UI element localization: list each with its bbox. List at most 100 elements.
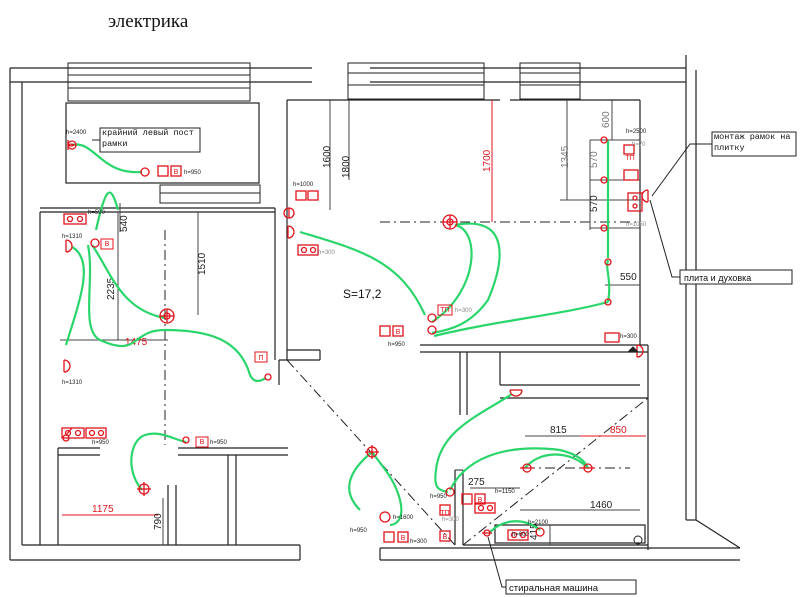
svg-text:570: 570 xyxy=(589,195,600,212)
svg-text:В: В xyxy=(401,535,406,542)
switch-box-icon xyxy=(295,190,319,201)
double-socket-icon xyxy=(507,529,529,541)
svg-text:В: В xyxy=(478,497,483,504)
svg-text:1700: 1700 xyxy=(482,149,493,172)
svg-text:h=1150: h=1150 xyxy=(495,489,515,495)
wire xyxy=(606,259,611,303)
switch-box-icon xyxy=(439,504,451,542)
wire xyxy=(64,246,85,346)
socket-icon xyxy=(600,176,608,184)
svg-text:ТП: ТП xyxy=(625,155,634,162)
callout-washer: стиральная машина xyxy=(487,536,637,595)
ceiling-light-icon xyxy=(365,445,379,459)
wall-lamp-icon xyxy=(509,389,523,397)
ceiling-light-icon xyxy=(137,482,151,496)
socket-icon xyxy=(600,136,608,144)
socket-icon xyxy=(604,298,612,306)
socket-icon xyxy=(535,527,545,537)
wire xyxy=(524,453,589,469)
svg-text:h=950: h=950 xyxy=(430,494,448,500)
svg-text:h=1310: h=1310 xyxy=(62,234,83,240)
svg-text:h=600: h=600 xyxy=(512,532,530,538)
plan-title: электрика xyxy=(108,11,189,32)
svg-text:В: В xyxy=(174,169,179,176)
devices xyxy=(61,136,649,543)
switch-box-icon xyxy=(157,165,182,177)
svg-text:h=1600: h=1600 xyxy=(393,515,414,521)
wire xyxy=(130,432,187,491)
ceiling-light-icon xyxy=(581,463,595,473)
double-socket-icon xyxy=(63,213,87,225)
callout-tile-frames: монтаж рамок на плитку xyxy=(651,131,797,197)
svg-text:h=300: h=300 xyxy=(318,250,336,256)
door-swings xyxy=(164,221,649,546)
wiring xyxy=(64,140,611,533)
svg-text:h=1310: h=1310 xyxy=(62,380,83,386)
svg-text:h=950: h=950 xyxy=(350,528,368,534)
height-labels: h=2400 h=950 h=590 h=1310 h=1310 h=1000 … xyxy=(62,129,647,545)
wall-lamp-icon xyxy=(641,189,649,203)
wall-lamp-icon xyxy=(63,359,71,373)
svg-text:h=2100: h=2100 xyxy=(528,520,549,526)
svg-text:h=70: h=70 xyxy=(632,142,646,148)
wire xyxy=(86,244,267,383)
switch-icon xyxy=(62,427,73,442)
svg-text:1460: 1460 xyxy=(590,500,613,511)
ceiling-light-icon xyxy=(442,214,458,230)
svg-text:1510: 1510 xyxy=(197,252,208,275)
callout-text: плита и духовка xyxy=(684,273,751,283)
svg-text:1600: 1600 xyxy=(322,145,333,168)
svg-text:В: В xyxy=(105,241,110,248)
red-dimension-lines xyxy=(62,100,646,516)
ceiling-light-icon xyxy=(159,308,175,324)
svg-text:П: П xyxy=(258,355,263,362)
label-frames xyxy=(100,238,453,448)
switch-box-icon xyxy=(383,531,409,543)
tv-socket-icon xyxy=(283,207,295,219)
socket-icon xyxy=(427,325,437,335)
callout-stove-oven: плита и духовка xyxy=(649,199,793,285)
antenna-icon xyxy=(379,511,391,523)
svg-text:h=950: h=950 xyxy=(184,170,202,176)
room-area: S=17,2 xyxy=(343,287,382,301)
svg-text:415: 415 xyxy=(529,523,540,540)
double-socket-icon xyxy=(627,192,643,212)
svg-text:h=590: h=590 xyxy=(88,210,106,216)
socket-icon xyxy=(427,313,437,323)
dimension-texts: 2235 1475 1510 540 1600 1800 1700 1345 6… xyxy=(92,111,637,540)
svg-text:h=2500: h=2500 xyxy=(626,129,647,135)
svg-text:В: В xyxy=(200,439,205,446)
double-socket-icon xyxy=(297,244,319,256)
svg-text:1475: 1475 xyxy=(125,337,148,348)
wall-lamp-icon xyxy=(67,140,77,150)
svg-text:h=2400: h=2400 xyxy=(66,130,87,136)
wire xyxy=(71,143,143,174)
wall-lamp-icon xyxy=(636,344,644,358)
svg-text:570: 570 xyxy=(589,151,600,168)
svg-text:850: 850 xyxy=(610,425,627,436)
callout-text: крайний левый пост рамки xyxy=(102,128,194,149)
svg-text:h=300: h=300 xyxy=(455,308,473,314)
outer-walls xyxy=(9,55,741,561)
svg-text:1175: 1175 xyxy=(92,504,114,515)
socket-icon xyxy=(600,224,608,232)
callout-left-post: крайний левый пост рамки xyxy=(92,127,201,153)
svg-text:ТП: ТП xyxy=(440,510,449,517)
device-labels: В В В В В В В П ТП ТП ТП xyxy=(105,155,635,542)
switch-box-icon xyxy=(379,325,404,337)
wire xyxy=(434,393,513,494)
double-socket-icon xyxy=(604,332,620,343)
double-socket-icon xyxy=(85,427,107,439)
wall-lamp-icon xyxy=(287,225,295,239)
wire xyxy=(371,451,403,527)
socket-icon xyxy=(140,167,150,177)
svg-text:1345: 1345 xyxy=(560,145,571,168)
svg-text:В: В xyxy=(396,329,401,336)
ceiling-light-icon xyxy=(520,463,534,473)
svg-text:h=950: h=950 xyxy=(92,440,110,446)
svg-text:275: 275 xyxy=(468,477,485,488)
svg-text:600: 600 xyxy=(601,111,612,128)
socket-icon xyxy=(182,436,190,444)
callout-text: монтаж рамок на плитку xyxy=(714,132,791,153)
